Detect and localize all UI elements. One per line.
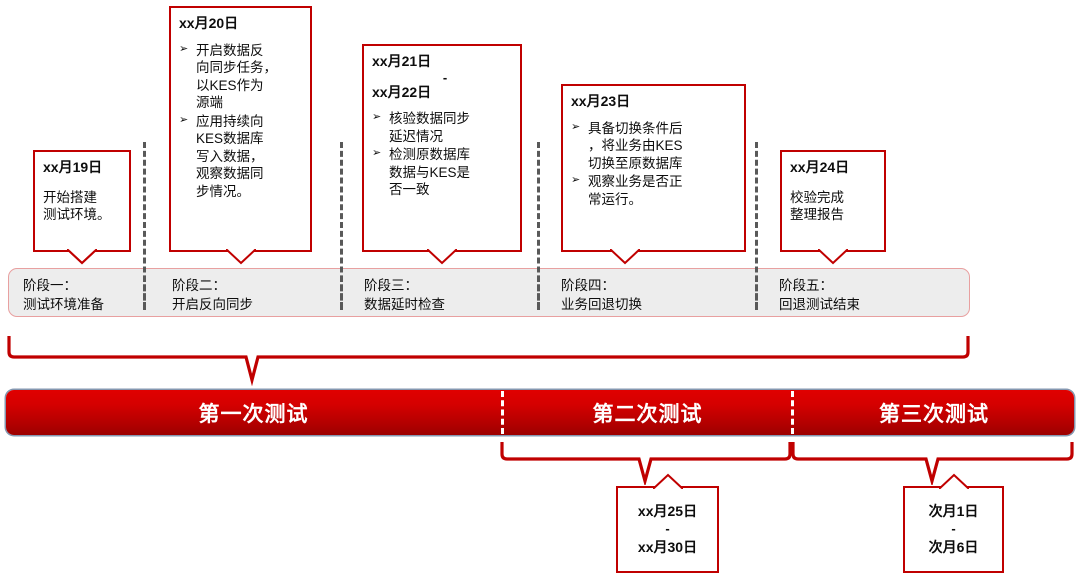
bullet-line: 以KES作为 [196,77,264,93]
arrow-bullet-icon: ➢ [179,113,189,126]
list-item: ➢ 具备切换条件后 ，将业务由KES 切换至原数据库 [571,120,736,173]
callout-day21-separator: - [442,69,448,85]
phase-separator-1 [143,142,146,308]
test-label-2: 第二次测试 [592,401,703,426]
datebox-range-25-30[interactable]: xx月25日 - xx月30日 [616,473,719,573]
callout-day19-line1: 开始搭建 [43,189,97,205]
phase-separator-2 [340,142,343,308]
test-bar-divider-1 [501,391,504,434]
brace-second-third-test [500,442,1074,485]
phase-bar-separator-3 [537,276,540,310]
phase-item-3-label: 阶段三： [364,278,418,293]
list-item: ➢ 开启数据反 向同步任务， 以KES作为 源端 [179,42,302,112]
datebox-range-25-30-line2: xx月30日 [637,538,698,555]
bullet-line: KES数据库 [196,131,264,147]
callout-day21-22-body: ➢ 核验数据同步 延迟情况 ➢ 检测原数据库 数据与KES是 否一致 [372,110,512,199]
bullet-line: 应用持续向 [196,113,264,129]
test-label-3: 第三次测试 [879,401,989,426]
phase-item-2: 阶段二： 开启反向同步 [172,276,253,314]
datebox-range-next-1-6-sep: - [951,521,956,537]
callout-day19-body: 开始搭建 测试环境。 [43,189,121,224]
phase-item-2-label: 阶段二： [172,278,226,293]
bullet-line: 检测原数据库 [389,147,470,163]
bullet-line: 否一致 [389,182,430,198]
phase-separator-4 [755,142,758,308]
bullet-line: 数据与KES是 [389,164,471,180]
bullet-line: 源端 [196,95,223,111]
callout-day21-22[interactable]: xx月21日 - xx月22日 ➢ 核验数据同步 延迟情况 ➢ 检测原数据库 数… [362,44,522,265]
callout-day19[interactable]: xx月19日 开始搭建 测试环境。 [33,150,131,265]
datebox-range-25-30-sep: - [665,521,670,537]
bullet-line: 核验数据同步 [389,111,470,126]
list-item: ➢ 核验数据同步 延迟情况 [372,110,512,145]
phase-item-1-label: 阶段一： [23,278,77,293]
callout-day20[interactable]: xx月20日 ➢ 开启数据反 向同步任务， 以KES作为 源端 ➢ 应用持续向 … [169,6,312,265]
callout-day19-title: xx月19日 [43,159,103,175]
arrow-bullet-icon: ➢ [179,42,189,55]
arrow-bullet-icon: ➢ [571,174,581,187]
arrow-bullet-icon: ➢ [571,120,581,133]
phase-item-4-label: 阶段四： [561,278,615,293]
bullet-line: 具备切换条件后 [588,120,683,136]
callout-day20-tail [225,249,256,265]
datebox-range-next-1-6[interactable]: 次月1日 - 次月6日 [903,473,1004,573]
test-label-1: 第一次测试 [198,401,309,426]
list-item: ➢ 应用持续向 KES数据库 写入数据， 观察数据同 步情况。 [179,113,302,201]
phase-item-1: 阶段一： 测试环境准备 [23,276,104,314]
bullet-line: 切换至原数据库 [588,155,683,171]
datebox-range-next-1-6-line1: 次月1日 [928,503,979,520]
callout-day24[interactable]: xx月24日 校验完成 整理报告 [780,150,886,265]
bullet-line: 向同步任务， [196,60,277,76]
bullet-line: 观察数据同 [196,166,264,182]
phase-item-4: 阶段四： 业务回退切换 [561,276,642,314]
list-item: ➢ 检测原数据库 数据与KES是 否一致 [372,146,512,199]
phase-bar: 阶段一： 测试环境准备 阶段二： 开启反向同步 阶段三： 数据延时检查 阶段四：… [8,268,970,317]
bullet-line: ，将业务由KES [588,138,683,154]
bullet-line: 常运行。 [588,191,642,207]
arrow-bullet-icon: ➢ [372,147,382,160]
phase-bar-separator-1 [143,276,146,310]
callout-day21-title: xx月21日 [372,53,432,69]
phase-separator-3 [537,142,540,308]
bullet-line: 延迟情况 [389,128,443,144]
callout-day24-title: xx月24日 [790,159,850,175]
bullet-line: 步情况。 [196,183,250,199]
phase-item-3-desc: 数据延时检查 [364,297,445,313]
test-bar [6,390,1074,435]
datebox-range-next-1-6-line2: 次月6日 [928,538,979,555]
list-item: ➢ 观察业务是否正 常运行。 [571,173,736,208]
bullet-line: 开启数据反 [196,42,264,58]
bullet-line: 写入数据， [196,148,264,164]
callout-day23-tail [609,249,640,265]
callout-day24-body: 校验完成 整理报告 [790,189,876,224]
phase-bar-separator-2 [340,276,343,310]
callout-day20-body: ➢ 开启数据反 向同步任务， 以KES作为 源端 ➢ 应用持续向 KES数据库 … [179,42,302,201]
callout-day23-body: ➢ 具备切换条件后 ，将业务由KES 切换至原数据库 ➢ 观察业务是否正 常运行… [571,120,736,209]
datebox-range-25-30-tail [652,473,683,489]
callout-day24-tail [818,249,848,265]
callout-day23-title: xx月23日 [571,93,631,109]
callout-day19-line2: 测试环境。 [43,207,111,223]
datebox-range-25-30-line1: xx月25日 [637,503,698,520]
callout-day24-line1: 校验完成 [790,189,844,205]
phase-item-5: 阶段五： 回退测试结束 [779,276,860,314]
phase-item-3: 阶段三： 数据延时检查 [364,276,445,314]
phase-item-1-desc: 测试环境准备 [23,297,104,313]
phase-item-5-label: 阶段五： [779,278,833,293]
callout-day22-title: xx月22日 [372,83,432,100]
phase-item-2-desc: 开启反向同步 [172,297,253,313]
phase-item-4-desc: 业务回退切换 [561,297,642,313]
phase-bar-separator-4 [755,276,758,310]
datebox-range-next-1-6-tail [938,473,969,489]
arrow-bullet-icon: ➢ [372,111,382,123]
phase-item-5-desc: 回退测试结束 [779,297,860,313]
callout-day24-line2: 整理报告 [790,207,844,223]
callout-day23[interactable]: xx月23日 ➢ 具备切换条件后 ，将业务由KES 切换至原数据库 ➢ 观察业务… [561,84,746,265]
callout-day21-22-tail [427,249,457,265]
brace-first-test [7,336,970,386]
bullet-line: 观察业务是否正 [588,174,683,190]
test-bar-divider-2 [791,391,794,434]
callout-day19-tail [67,249,97,265]
callout-day20-title: xx月20日 [179,15,239,31]
